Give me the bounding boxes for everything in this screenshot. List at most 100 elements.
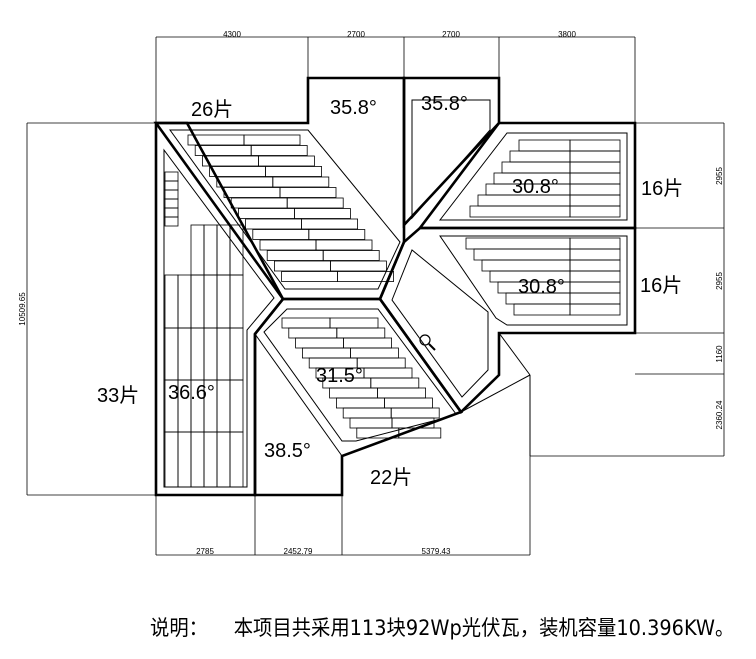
panel [190,274,205,329]
panel [177,274,192,329]
panel [229,274,244,329]
panel [337,271,395,282]
panel [569,172,621,185]
panel [569,139,621,152]
angle-center: 31.5° [316,365,363,387]
panel [301,347,351,359]
panel [203,431,218,488]
count-top-left: 26片 [191,98,233,121]
dimension-lines [26,36,725,556]
panel [237,208,295,219]
panel [245,218,303,230]
panel [390,407,440,419]
dim-top-1: 4300 [223,30,241,39]
panel [164,274,179,329]
panel [272,176,330,188]
panel [569,183,621,196]
panel [349,417,393,429]
dim-top-2: 2700 [347,30,365,39]
dim-right-2: 2955 [715,272,724,290]
panel [164,207,179,218]
panel [329,387,379,399]
panel [177,327,192,381]
panel [216,327,231,381]
roof-outline [153,76,637,497]
panel [569,161,621,174]
design-note: 说明： 本项目共采用113块92Wp光伏瓦，装机容量10.396KW。 [150,612,734,642]
panel [315,239,373,251]
panel [216,224,231,276]
angle-top-center-right: 35.8° [421,93,468,115]
panel [473,248,571,261]
panel [203,224,218,276]
dim-top-3: 2700 [442,30,460,39]
angle-right-upper: 30.8° [512,176,559,198]
panel [252,229,310,240]
panel-array-top-left [187,134,395,282]
panel [356,357,406,369]
panel [370,377,420,389]
panel [190,431,205,488]
note-text: 本项目共采用113块92Wp光伏瓦，装机容量10.396KW。 [233,616,735,640]
panel-array-right-lower [465,237,621,316]
panel [243,134,301,146]
panel [569,194,621,207]
panel [164,171,179,182]
panel [229,327,244,381]
panel [295,337,345,349]
panel [164,216,179,227]
panel [257,155,315,167]
angle-left: 36.6° [168,382,215,404]
panel [322,250,380,261]
panel [518,139,571,152]
panel [203,327,218,381]
panel [259,239,317,251]
panel [569,150,621,163]
angle-top-center-left: 35.8° [330,97,377,119]
panel [293,208,351,219]
panel [569,303,621,316]
panel [190,224,205,276]
panel [190,327,205,381]
panel [569,292,621,305]
magnifier-icon[interactable] [419,334,436,351]
panel-array-left [164,171,244,488]
panel [164,198,179,209]
inner-outlines [163,99,628,488]
panel [266,250,324,261]
panel [230,197,288,209]
dim-right-1: 2955 [715,167,724,185]
panel [273,260,331,272]
panel [363,367,413,379]
dim-right-3: 1160 [715,345,724,363]
panel [343,337,393,349]
panel [265,166,323,177]
panel [301,218,359,230]
panel [279,187,337,198]
panel [569,259,621,272]
note-label: 说明： [150,616,208,640]
panel [329,260,387,272]
count-center: 22片 [370,466,412,489]
panel-array-center [281,317,442,439]
panel [349,347,399,359]
dim-bottom-1: 2785 [196,547,214,556]
panel [286,197,344,209]
panel [513,303,571,316]
angle-right-lower: 30.8° [518,276,565,298]
count-left: 33片 [97,384,139,407]
dim-left-1: 10509.65 [18,292,27,326]
panel [383,397,433,409]
angle-bottom-small: 38.5° [264,440,311,462]
panel [177,431,192,488]
panel [569,205,621,218]
panel [335,397,385,409]
dim-bottom-2: 2452.79 [284,547,313,556]
panel [481,259,571,272]
panel [216,274,231,329]
panel [164,180,179,191]
count-right-lower: 16片 [640,274,682,297]
panel [501,161,571,174]
panel [308,229,366,240]
panel [336,327,386,339]
